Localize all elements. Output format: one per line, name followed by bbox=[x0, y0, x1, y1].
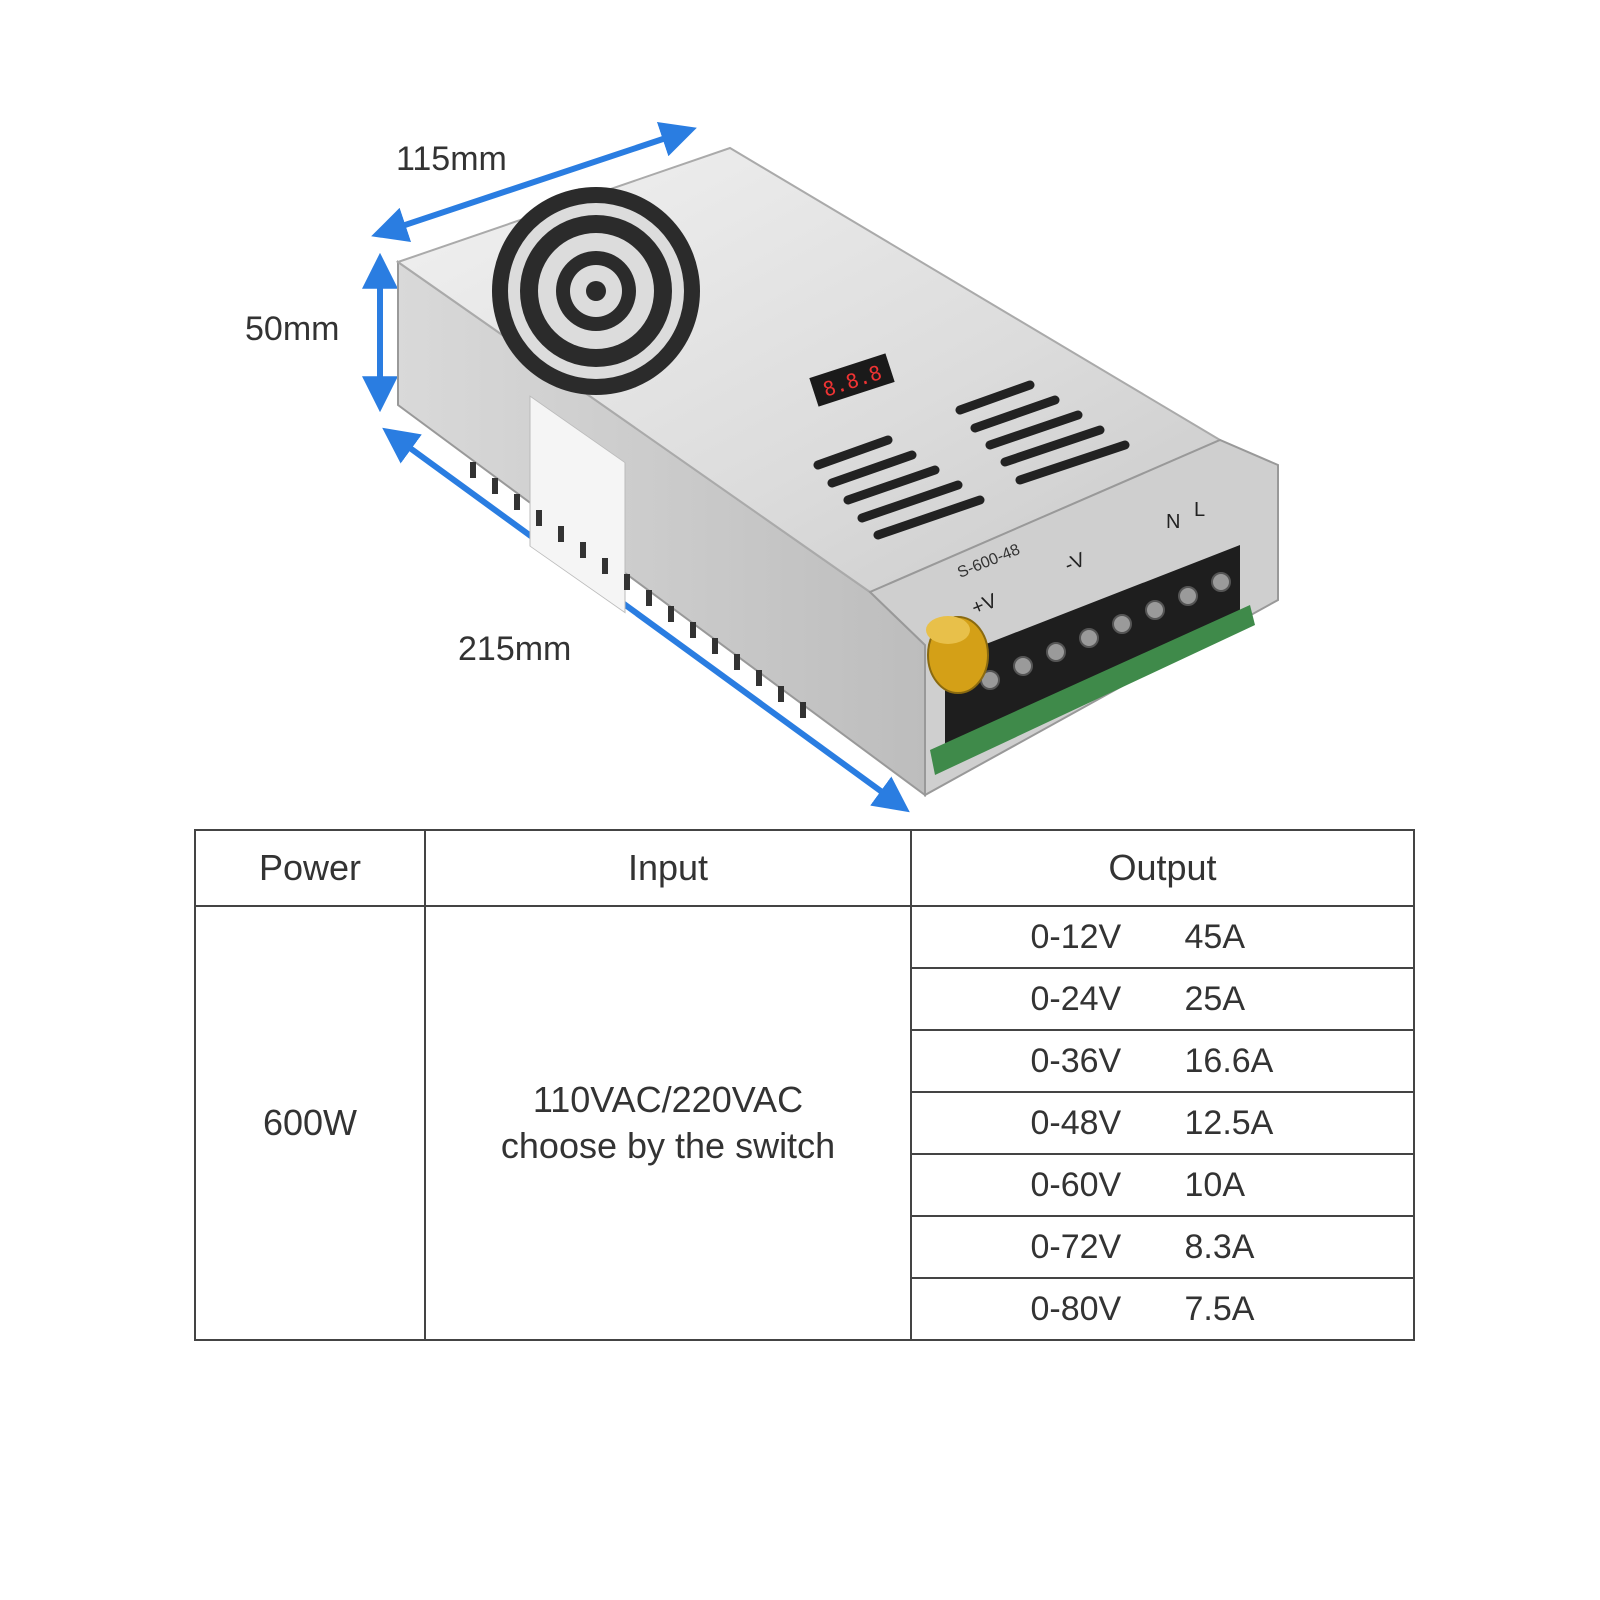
output-row: 0-48V 12.5A bbox=[910, 1091, 1415, 1155]
fan-grille-icon bbox=[492, 187, 700, 395]
inspection-label bbox=[529, 395, 626, 614]
length-arrow bbox=[382, 427, 910, 813]
output-voltage: 0-60V bbox=[1030, 1165, 1122, 1204]
table-row: 0-80V 7.5A bbox=[195, 1277, 1415, 1341]
power-value: 600W bbox=[194, 905, 426, 1341]
table-header-row: Power Input Output bbox=[194, 829, 1415, 907]
spec-table: Power Input Output 600W 110VAC/220VAC ch… bbox=[194, 829, 1415, 1341]
output-voltage: 0-80V bbox=[1030, 1289, 1122, 1328]
table-row: 0-48V 12.5A bbox=[195, 1091, 1415, 1155]
table-row: 0-60V 10A bbox=[195, 1153, 1415, 1217]
input-line-1: 110VAC/220VAC bbox=[532, 1079, 804, 1120]
table-row: 600W 110VAC/220VAC choose by the switch … bbox=[194, 905, 1415, 1341]
header-output: Output bbox=[910, 829, 1415, 907]
output-voltage: 0-72V bbox=[1030, 1227, 1122, 1266]
voltage-adjust-knob-icon bbox=[926, 616, 989, 694]
output-voltage: 0-36V bbox=[1030, 1041, 1122, 1080]
output-row: 0-72V 8.3A bbox=[910, 1215, 1415, 1279]
vent-slots-left bbox=[813, 435, 985, 540]
height-dimension-label: 50mm bbox=[245, 310, 340, 348]
output-current: 16.6A bbox=[1184, 1041, 1274, 1080]
output-current: 8.3A bbox=[1184, 1227, 1255, 1266]
output-voltage: 0-48V bbox=[1030, 1103, 1122, 1142]
header-power: Power bbox=[194, 829, 426, 907]
length-dimension-label: 215mm bbox=[458, 630, 572, 668]
input-value: 110VAC/220VAC choose by the switch bbox=[424, 905, 912, 1341]
output-current: 7.5A bbox=[1184, 1289, 1255, 1328]
width-arrow bbox=[371, 122, 697, 242]
output-current: 45A bbox=[1184, 917, 1246, 956]
output-voltage: 0-24V bbox=[1030, 979, 1122, 1018]
terminal-block bbox=[945, 545, 1240, 755]
output-row: 0-12V 45A bbox=[910, 905, 1415, 969]
power-supply-illustration: 8.8.8 bbox=[362, 122, 1279, 813]
terminal-label-l: L bbox=[1194, 499, 1205, 521]
terminal-screws bbox=[980, 572, 1231, 690]
output-row: 0-36V 16.6A bbox=[910, 1029, 1415, 1093]
output-voltage: 0-12V bbox=[1030, 917, 1122, 956]
output-current: 12.5A bbox=[1184, 1103, 1274, 1142]
output-current: 10A bbox=[1184, 1165, 1246, 1204]
output-row: 0-60V 10A bbox=[910, 1153, 1415, 1217]
table-row: 0-36V 16.6A bbox=[195, 1029, 1415, 1093]
table-row: 0-24V 25A bbox=[195, 967, 1415, 1031]
width-dimension-label: 115mm bbox=[396, 140, 507, 178]
table-row: 0-72V 8.3A bbox=[195, 1215, 1415, 1279]
terminal-label-n: N bbox=[1166, 511, 1180, 533]
pcb-strip bbox=[930, 605, 1255, 775]
output-current: 25A bbox=[1184, 979, 1246, 1018]
output-row: 0-24V 25A bbox=[910, 967, 1415, 1031]
digital-display bbox=[809, 353, 895, 407]
output-row: 0-80V 7.5A bbox=[910, 1277, 1415, 1341]
side-vent-slits bbox=[470, 462, 806, 718]
input-line-2: choose by the switch bbox=[500, 1125, 836, 1166]
vent-slots-right bbox=[955, 380, 1130, 485]
header-input: Input bbox=[424, 829, 912, 907]
